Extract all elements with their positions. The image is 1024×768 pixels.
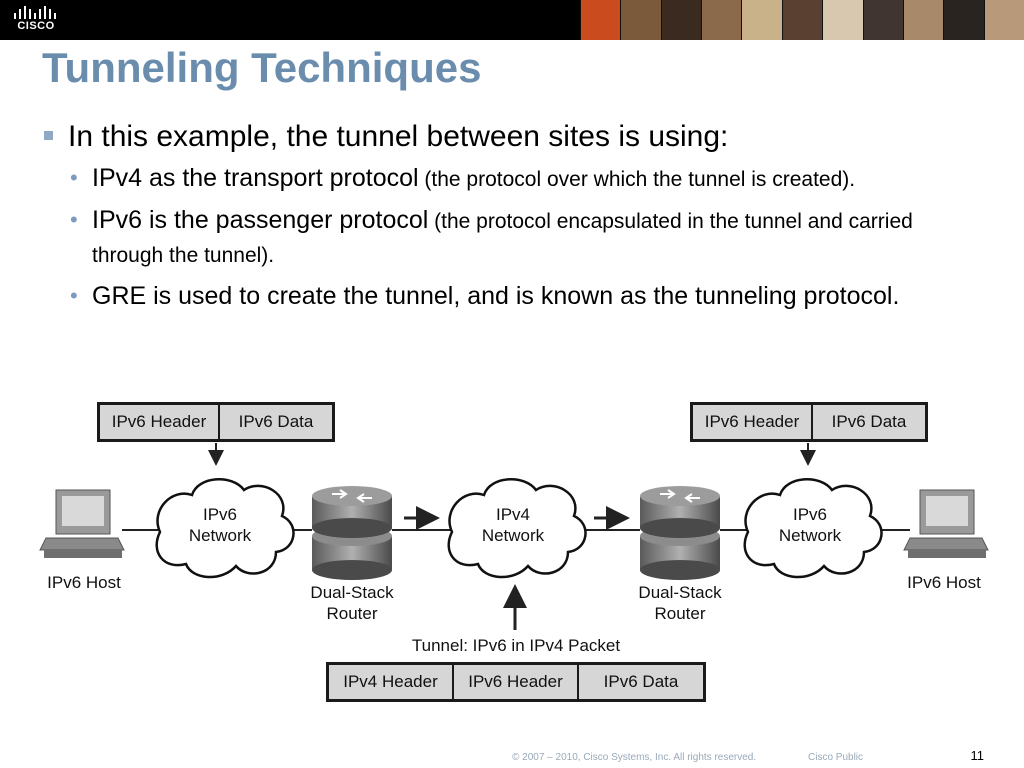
photo-strip bbox=[580, 0, 1024, 40]
ipv6-cloud-right-icon bbox=[743, 477, 883, 579]
host-right-label: IPv6 Host bbox=[907, 573, 981, 592]
router-right-icon bbox=[640, 486, 720, 580]
cisco-bars-icon bbox=[14, 6, 56, 19]
packet-left: IPv6 Header IPv6 Data bbox=[97, 402, 335, 442]
sub-bullet-note: (the protocol encapsulated in the tunnel… bbox=[92, 210, 913, 267]
header-photo bbox=[862, 0, 903, 40]
router-left-icon bbox=[312, 486, 392, 580]
page-number: 11 bbox=[970, 748, 985, 763]
ipv6-cloud-left-icon bbox=[155, 477, 295, 579]
packet-cell: IPv6 Header bbox=[100, 405, 220, 439]
network-label: IPv6 Network bbox=[760, 504, 860, 546]
header-photo bbox=[902, 0, 944, 40]
header-photo bbox=[701, 0, 742, 40]
header-bar: CISCO bbox=[0, 0, 1024, 40]
bullet-list: In this example, the tunnel between site… bbox=[42, 118, 942, 312]
sub-bullet-passenger: • IPv6 is the passenger protocol (the pr… bbox=[42, 204, 942, 272]
diagram-graphics bbox=[39, 443, 989, 630]
packet-cell: IPv6 Header bbox=[454, 665, 579, 699]
dot-bullet-icon: • bbox=[70, 283, 78, 308]
packet-right: IPv6 Header IPv6 Data bbox=[690, 402, 928, 442]
header-photo bbox=[983, 0, 1024, 40]
network-label: IPv4 Network bbox=[463, 504, 563, 546]
packet-cell: IPv6 Header bbox=[693, 405, 813, 439]
ipv4-cloud-icon bbox=[447, 477, 587, 579]
sub-bullet-gre: • GRE is used to create the tunnel, and … bbox=[42, 280, 942, 312]
tunnel-diagram: IPv6 Header IPv6 Data IPv6 Header IPv6 D… bbox=[0, 390, 1024, 720]
sub-bullet-main: GRE is used to create the tunnel, and is… bbox=[92, 282, 900, 310]
router-label-line: Router bbox=[326, 604, 378, 623]
router-right-label: Dual-Stack Router bbox=[626, 582, 734, 624]
header-photo bbox=[781, 0, 823, 40]
host-right-icon bbox=[903, 489, 989, 558]
network-label: IPv6 Network bbox=[170, 504, 270, 546]
cisco-logo-text: CISCO bbox=[17, 20, 55, 32]
header-photo bbox=[943, 0, 984, 40]
header-photo bbox=[580, 0, 621, 40]
slide-title: Tunneling Techniques bbox=[42, 44, 482, 91]
sub-bullet-transport: • IPv4 as the transport protocol (the pr… bbox=[42, 162, 942, 196]
sub-bullet-note: (the protocol over which the tunnel is c… bbox=[418, 168, 856, 191]
header-photo bbox=[822, 0, 863, 40]
packet-cell: IPv6 Data bbox=[831, 412, 907, 431]
header-photo bbox=[741, 0, 782, 40]
footer-copyright: © 2007 – 2010, Cisco Systems, Inc. All r… bbox=[512, 752, 757, 763]
host-left-icon bbox=[39, 489, 125, 558]
network-label-line: Network bbox=[188, 526, 252, 545]
sub-bullet-main: IPv4 as the transport protocol bbox=[92, 164, 419, 192]
packet-cell: IPv4 Header bbox=[329, 665, 454, 699]
network-label-line: Network bbox=[481, 526, 545, 545]
router-left-label: Dual-Stack Router bbox=[298, 582, 406, 624]
network-label-line: Network bbox=[778, 526, 842, 545]
cisco-logo: CISCO bbox=[12, 6, 60, 34]
tunnel-label: Tunnel: IPv6 in IPv4 Packet bbox=[411, 636, 621, 655]
bullet-intro-text: In this example, the tunnel between site… bbox=[68, 120, 729, 153]
packet-cell: IPv6 Data bbox=[238, 412, 314, 431]
footer-classification: Cisco Public bbox=[808, 752, 864, 763]
sub-bullet-main: IPv6 is the passenger protocol bbox=[92, 206, 429, 234]
header-photo bbox=[660, 0, 702, 40]
packet-cell: IPv6 Data bbox=[603, 672, 679, 691]
router-label-line: Dual-Stack bbox=[310, 583, 394, 602]
network-label-line: IPv6 bbox=[202, 505, 238, 524]
packet-bottom: IPv4 Header IPv6 Header IPv6 Data bbox=[326, 662, 706, 702]
header-photo bbox=[620, 0, 661, 40]
square-bullet-icon bbox=[44, 131, 53, 140]
dot-bullet-icon: • bbox=[70, 207, 78, 232]
network-label-line: IPv6 bbox=[792, 505, 828, 524]
dot-bullet-icon: • bbox=[70, 165, 78, 190]
host-left-label: IPv6 Host bbox=[47, 573, 121, 592]
bullet-intro: In this example, the tunnel between site… bbox=[42, 118, 942, 156]
router-label-line: Dual-Stack bbox=[638, 583, 722, 602]
router-label-line: Router bbox=[654, 604, 706, 623]
network-label-line: IPv4 bbox=[495, 505, 531, 524]
